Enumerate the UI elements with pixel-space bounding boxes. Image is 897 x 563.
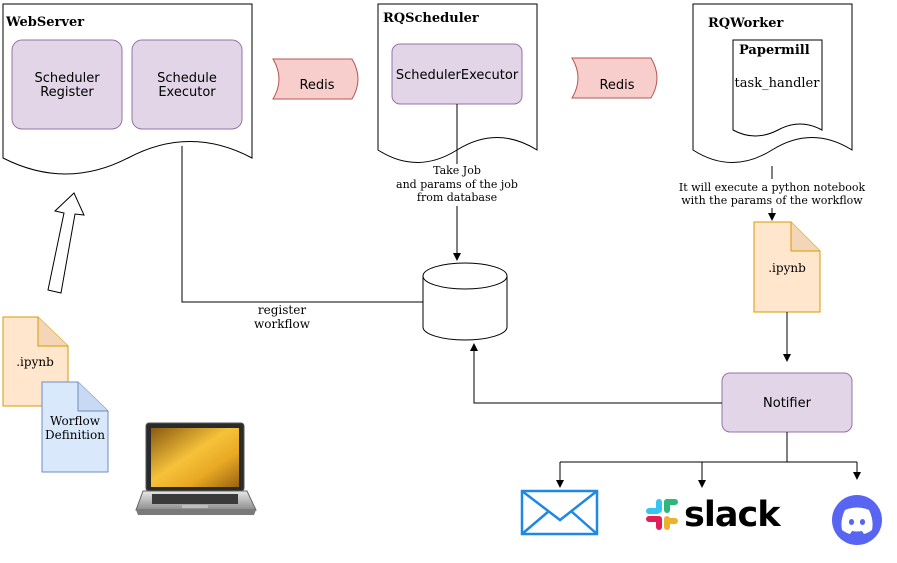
take-job-label-3: from database	[417, 191, 497, 204]
take-job-label-2: and params of the job	[396, 178, 518, 191]
ipynb-worker-label: .ipynb	[768, 261, 806, 275]
webserver-title: WebServer	[5, 15, 84, 30]
register-label-1: register	[258, 303, 306, 317]
execute-label-2: with the params of the workflow	[681, 194, 863, 207]
slack-wordmark: slack	[684, 495, 781, 535]
execute-label-1: It will execute a python notebook	[679, 181, 866, 194]
scheduler-register-label-1: Scheduler	[34, 71, 100, 86]
rqscheduler-box: RQScheduler SchedulerExecutor	[377, 3, 538, 163]
mail-icon	[520, 489, 599, 536]
notifier-label: Notifier	[763, 396, 812, 411]
rqscheduler-title: RQScheduler	[383, 11, 479, 26]
discord-icon	[832, 495, 882, 545]
papermill-title: Papermill	[739, 43, 810, 58]
slack-logo: slack	[646, 495, 782, 535]
schedule-executor-box	[131, 39, 243, 130]
scheduler-executor-label: SchedulerExecutor	[396, 68, 519, 83]
ipynb-left-label: .ipynb	[16, 355, 54, 369]
redis-queue-right: Redis	[571, 57, 658, 99]
scheduler-register-label-2: Register	[40, 85, 94, 100]
upload-arrow	[47, 192, 85, 294]
notifier-to-db-arrow	[470, 343, 722, 404]
webserver-box: WebServer Scheduler Register Schedule Ex…	[2, 3, 253, 175]
redis-queue-left: Redis	[272, 58, 359, 100]
papermill-doc	[732, 39, 823, 137]
schedule-executor-label-2: Executor	[158, 85, 216, 100]
rqworker-title: RQWorker	[708, 16, 783, 31]
schedule-executor-label-1: Schedule	[157, 71, 217, 86]
take-job-label-1: Take Job	[433, 164, 481, 177]
ipynb-worker-file: .ipynb	[753, 221, 821, 313]
workflow-definition-label-1: Worflow	[50, 414, 101, 428]
rqworker-box: RQWorker Papermill task_handler	[692, 3, 853, 163]
workflow-definition-label-2: Definition	[45, 428, 105, 442]
database-icon	[422, 262, 508, 341]
redis-right-label: Redis	[599, 78, 634, 93]
workflow-definition-file: Worflow Definition	[41, 381, 109, 473]
register-workflow-line	[181, 146, 423, 303]
laptop-icon	[135, 422, 257, 515]
scheduler-register-box	[11, 39, 123, 130]
register-label-2: workflow	[254, 317, 311, 331]
redis-left-label: Redis	[299, 78, 334, 93]
task-handler-label: task_handler	[735, 76, 821, 91]
